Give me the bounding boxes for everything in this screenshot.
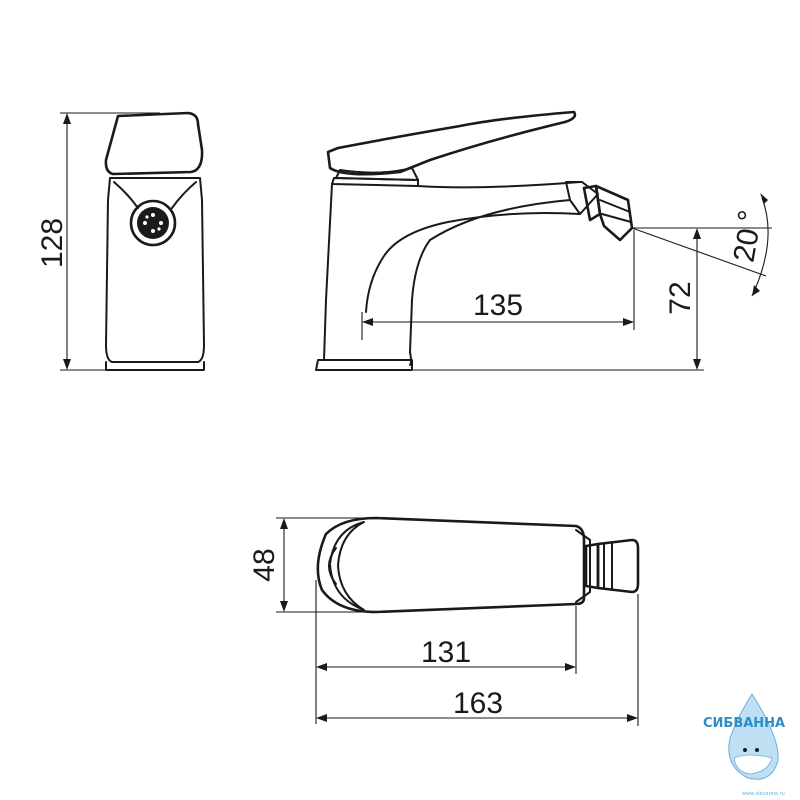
front-nozzle-outer <box>129 199 177 247</box>
side-base <box>315 359 413 371</box>
side-spout-top <box>417 181 581 189</box>
dimension-height-128: 128 <box>36 112 160 371</box>
dimension-width-48: 48 <box>248 517 376 613</box>
dimension-length-131: 131 <box>315 580 577 724</box>
dimension-label-135: 135 <box>473 289 523 322</box>
top-nozzle-body <box>596 538 640 594</box>
front-body-neck <box>107 177 203 201</box>
dimension-length-163: 163 <box>316 594 639 726</box>
dimension-label-72: 72 <box>664 281 697 314</box>
sibvanna-logo: СИБВАННА www.sibvanna.ru <box>703 693 785 797</box>
side-body <box>323 183 333 361</box>
dimension-label-163: 163 <box>453 687 503 720</box>
front-nozzle-arms <box>113 181 197 209</box>
dimension-label-128: 128 <box>36 218 69 268</box>
logo-url-text: www.sibvanna.ru <box>742 791 785 797</box>
dimension-angle-20: 20 ° <box>631 193 772 297</box>
top-handle-cap <box>329 521 365 611</box>
dimension-reach-135: 135 <box>361 230 635 340</box>
logo-brand-text: СИБВАННА <box>703 716 785 731</box>
side-spout-curve-outer <box>365 212 581 313</box>
front-handle-lever <box>104 111 204 176</box>
dimension-label-20: 20 <box>727 226 765 265</box>
top-handle-cap-inner <box>328 547 337 585</box>
front-base <box>105 361 205 371</box>
side-spout-end <box>565 181 599 215</box>
side-view <box>315 110 634 371</box>
side-body-cap <box>331 177 419 187</box>
side-nozzle-rings <box>599 199 632 223</box>
top-view <box>316 516 640 614</box>
side-handle-lever <box>326 110 577 176</box>
side-body-front <box>409 351 412 366</box>
degree-symbol: ° <box>736 206 748 239</box>
front-nozzle-holes <box>143 213 163 233</box>
side-spout-curve-inner <box>409 199 571 353</box>
top-body-outer <box>316 516 586 614</box>
dimension-label-131: 131 <box>421 636 471 669</box>
top-nozzle-rings <box>603 541 613 591</box>
side-nozzle-body <box>594 184 634 242</box>
front-nozzle-face <box>137 207 169 239</box>
top-nozzle-joint <box>584 542 600 590</box>
dimension-height-72: 72 <box>412 227 704 371</box>
dimension-label-48: 48 <box>248 548 281 581</box>
front-view <box>104 111 205 371</box>
side-handle-underside <box>335 167 419 181</box>
front-body <box>105 199 205 363</box>
top-spout-end <box>575 529 591 603</box>
